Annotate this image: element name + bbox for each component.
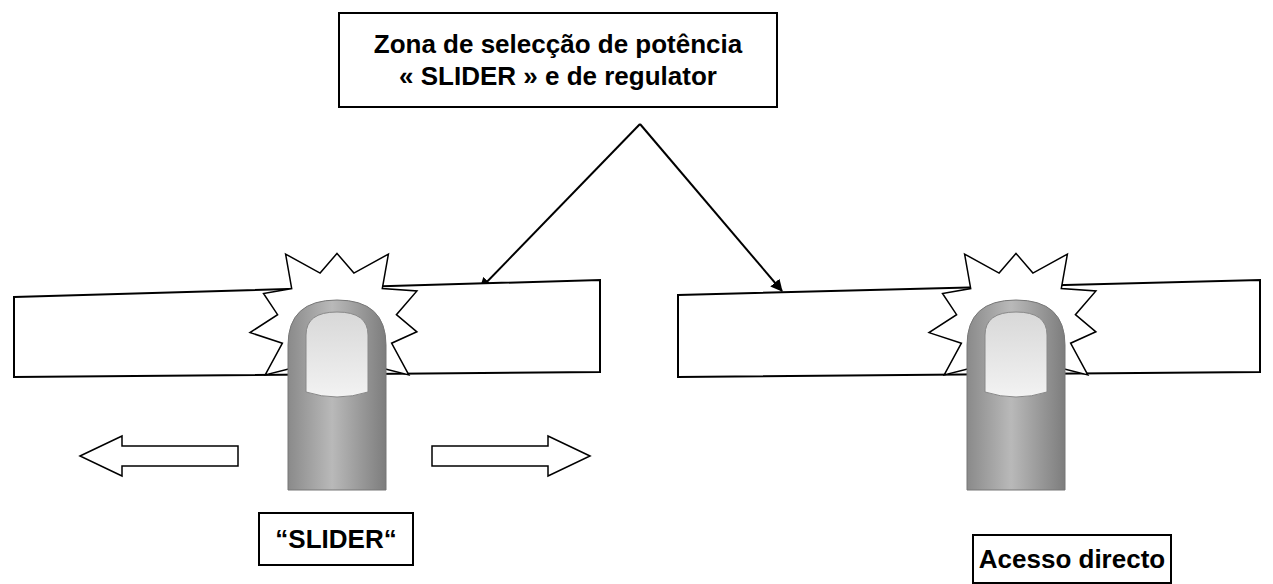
finger [967, 300, 1065, 490]
leader-line [480, 124, 640, 289]
text-wrap: Acesso directo [974, 543, 1170, 576]
slide-arrow [80, 436, 238, 476]
leader-line [640, 124, 782, 291]
text-wrap: Zona de selecção de potência « SLIDER » … [368, 28, 748, 93]
box-text: Zona de selecção de potência « SLIDER » … [368, 28, 748, 93]
title-box: Zona de selecção de potência « SLIDER » … [338, 12, 778, 108]
text-wrap: “SLIDER“ [261, 523, 411, 556]
label-box: “SLIDER“ [258, 512, 414, 566]
box-text: Acesso directo [974, 543, 1170, 576]
label-box: Acesso directo [972, 534, 1172, 584]
box-text: “SLIDER“ [261, 523, 411, 556]
slide-arrow [432, 436, 590, 476]
finger [288, 300, 386, 490]
